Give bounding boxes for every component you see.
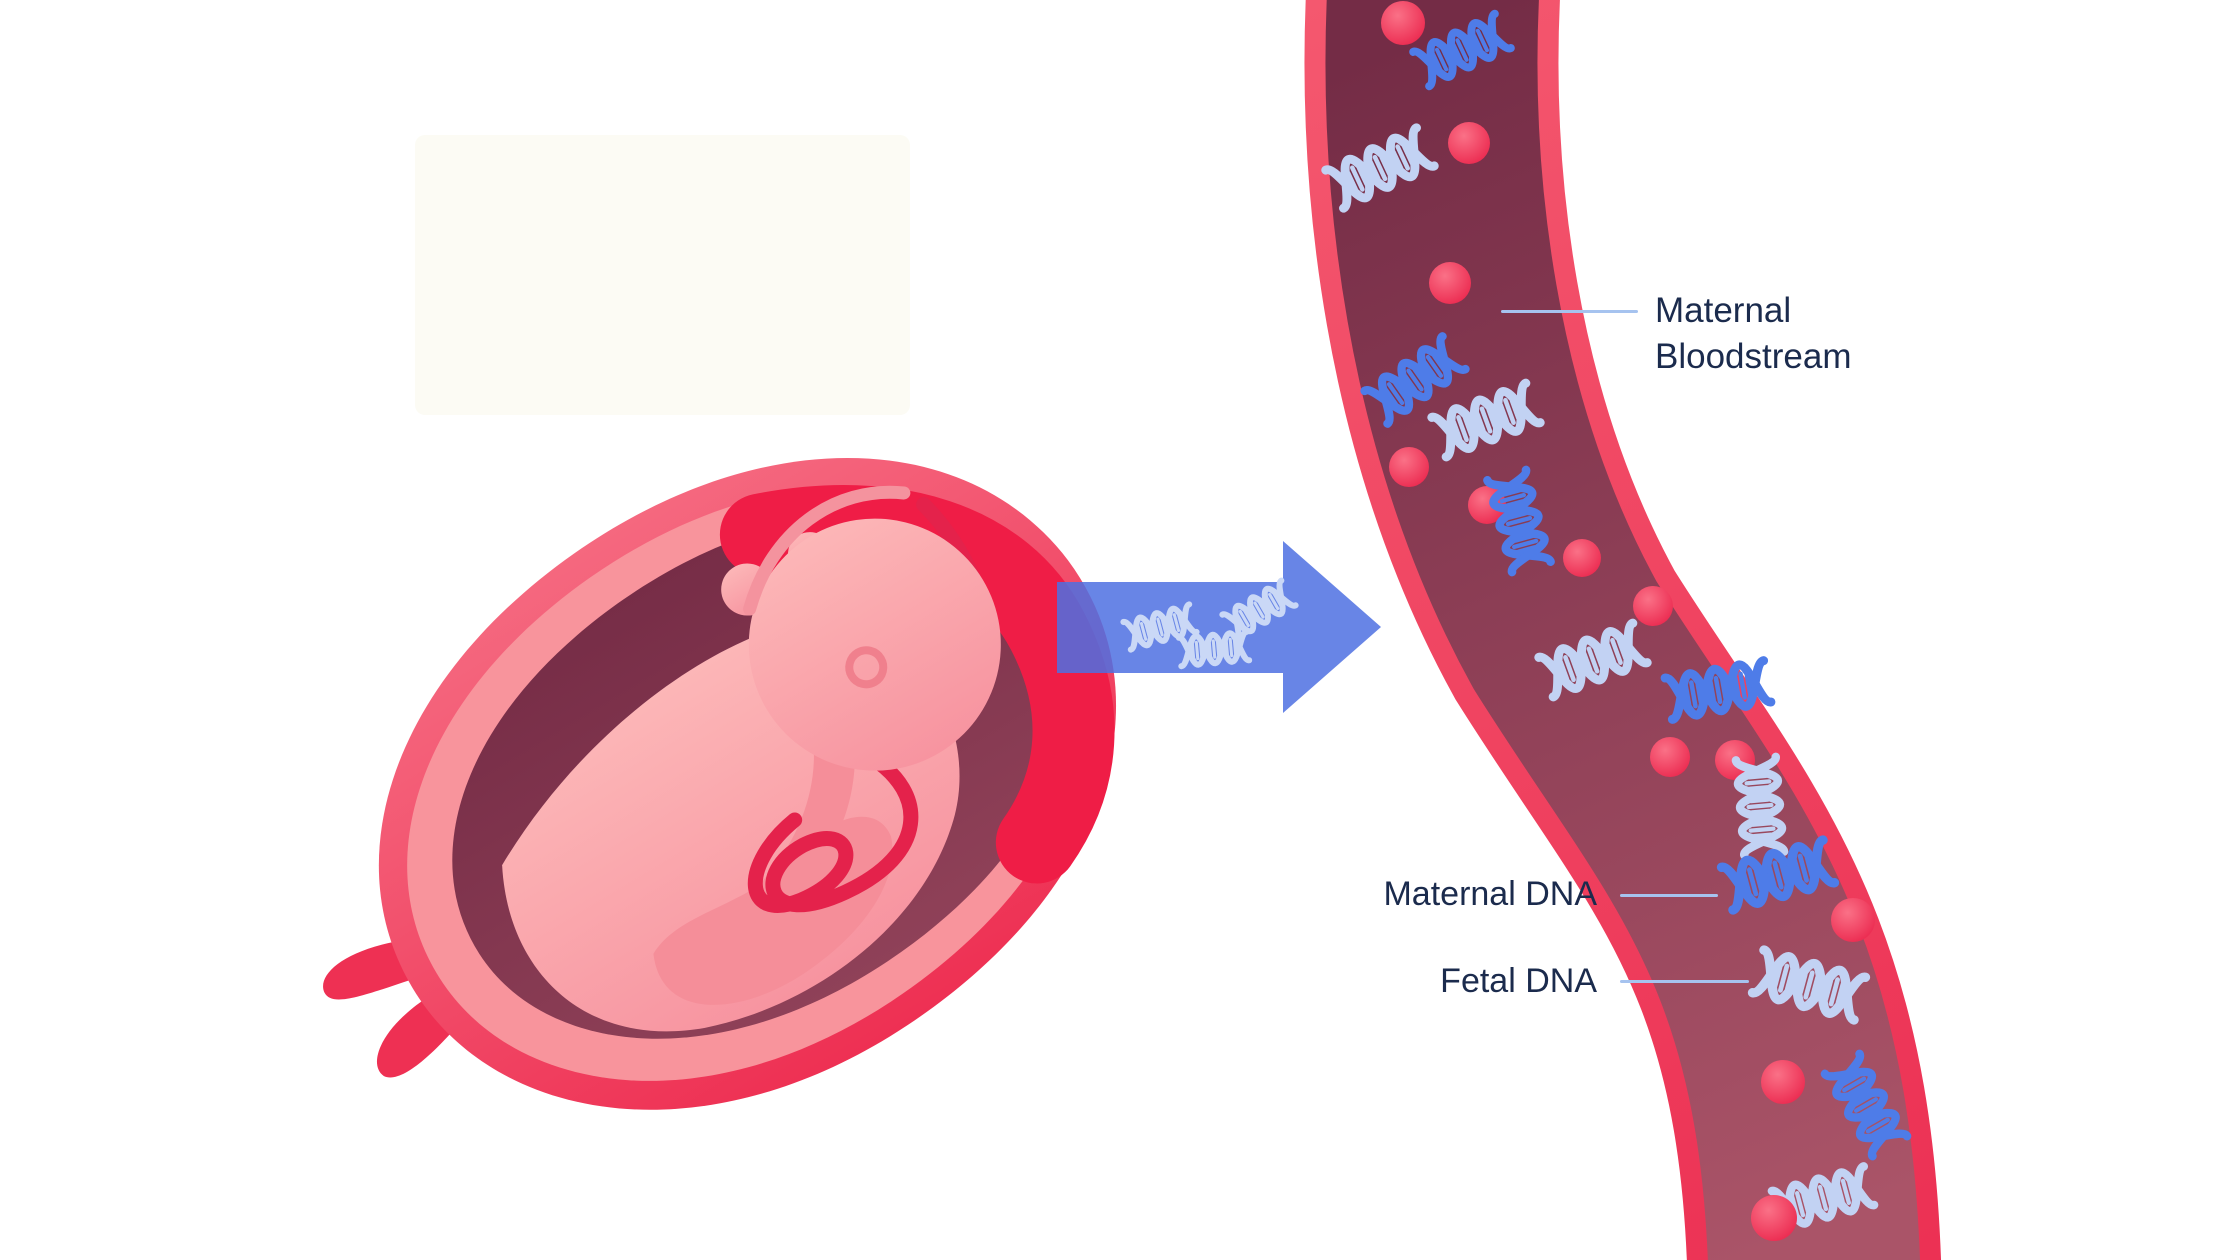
- vessel-contents: [1326, 1, 1907, 1241]
- fetus: [502, 485, 1001, 1032]
- red-blood-cell: [1563, 539, 1601, 577]
- dna-transfer-arrow: [1057, 541, 1381, 713]
- vessel-lumen: [1325, 0, 1920, 1260]
- faint-watermark-area: [415, 135, 910, 415]
- red-blood-cell: [1429, 262, 1471, 304]
- red-blood-cell: [1389, 447, 1429, 487]
- red-blood-cell: [1751, 1195, 1797, 1241]
- blood-vessel: [1304, 0, 1942, 1260]
- uterus-illustration: [262, 335, 1232, 1235]
- red-blood-cell: [1831, 898, 1875, 942]
- maternal-bloodstream-label: Maternal Bloodstream: [1655, 288, 1851, 380]
- red-blood-cell: [1650, 737, 1690, 777]
- fetal-dna-label: Fetal DNA: [1440, 962, 1597, 1000]
- fetus-ear: [845, 646, 888, 689]
- red-blood-cell: [1633, 586, 1673, 626]
- fetus-head: [748, 518, 1001, 771]
- maternal-dna-label: Maternal DNA: [1383, 875, 1597, 913]
- red-blood-cell: [1448, 122, 1490, 164]
- red-blood-cell: [1381, 1, 1425, 45]
- arrow-shape: [1057, 541, 1381, 713]
- maternal-bloodstream-label-line1: Maternal: [1655, 291, 1792, 330]
- maternal-dna-leader-line: [1620, 894, 1718, 897]
- red-blood-cell: [1761, 1060, 1805, 1104]
- maternal-bloodstream-label-line2: Bloodstream: [1655, 337, 1852, 376]
- umbilical-cord-highlight: [743, 485, 911, 616]
- maternal-bloodstream-leader-line: [1501, 310, 1638, 313]
- fetal-dna-leader-line: [1620, 980, 1749, 983]
